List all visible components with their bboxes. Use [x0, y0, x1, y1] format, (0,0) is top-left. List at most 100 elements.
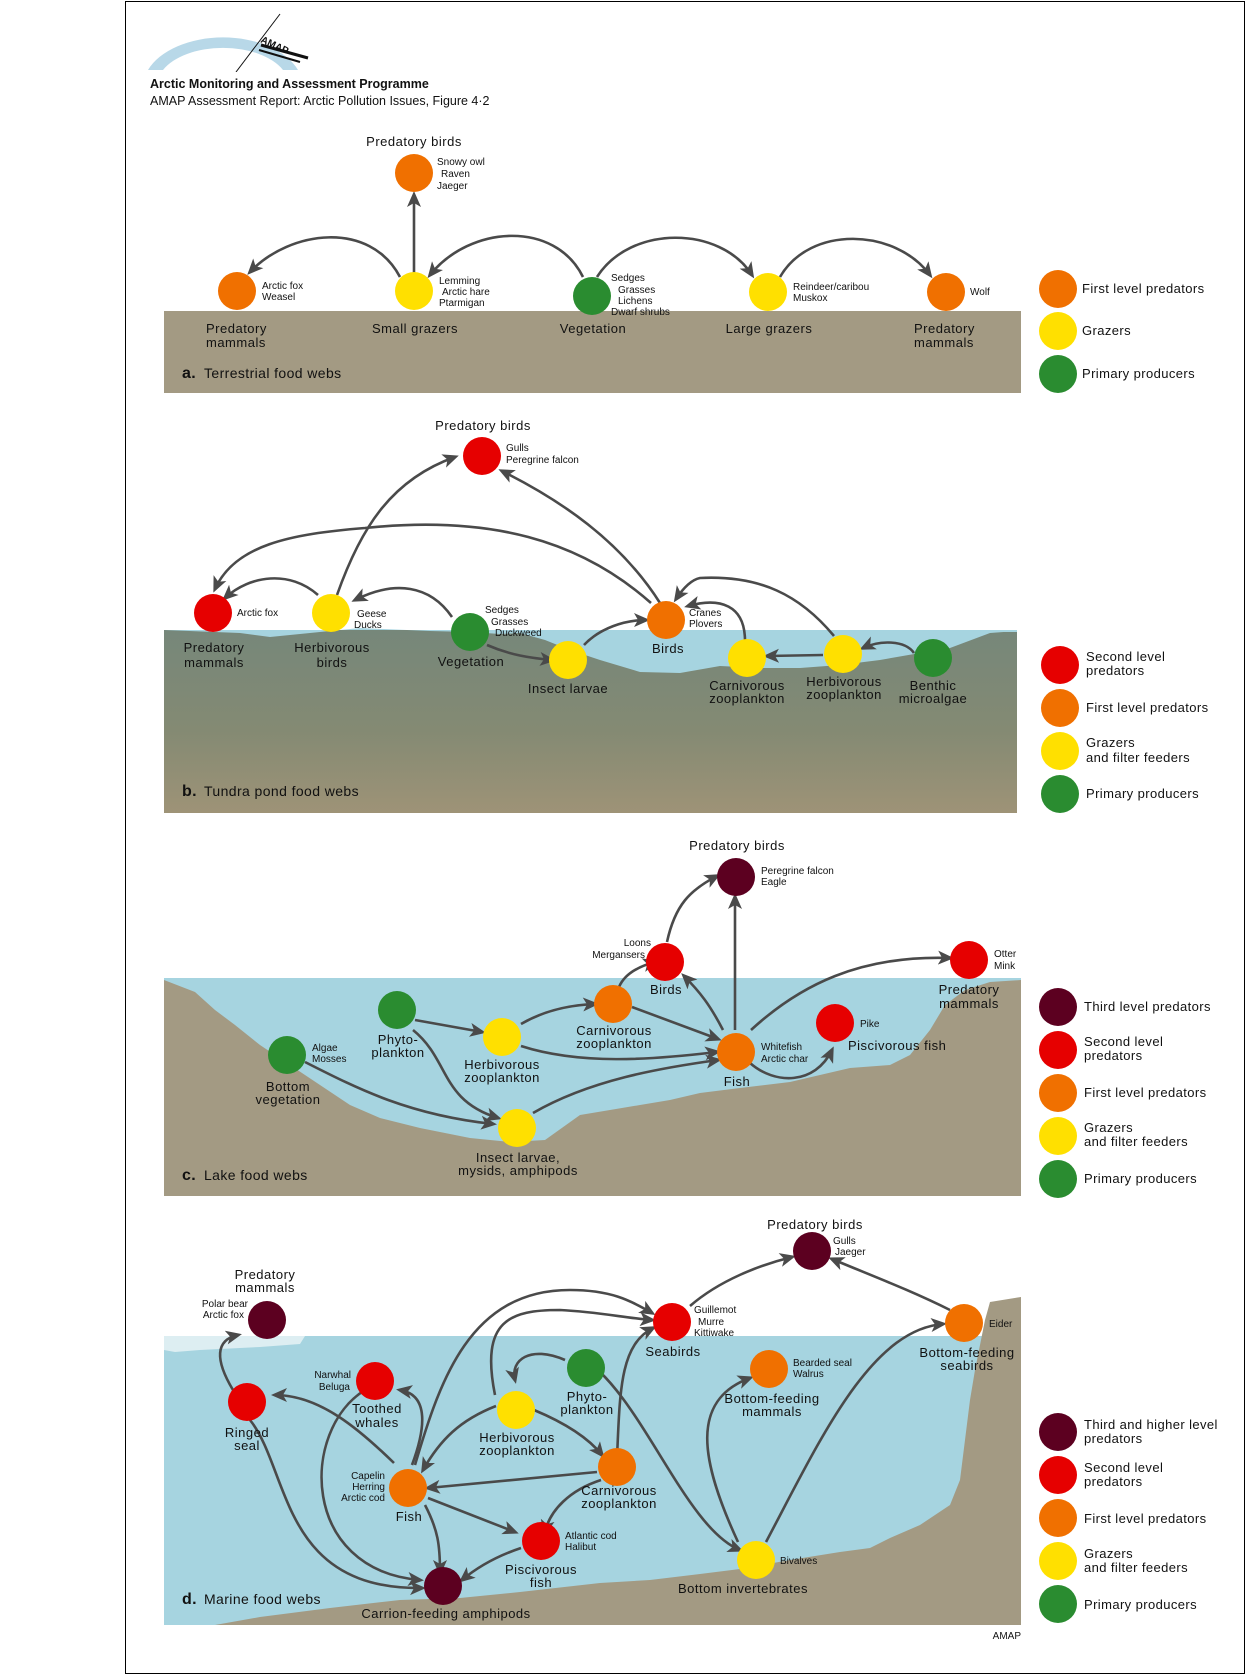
- legend-swatch: [1041, 732, 1079, 770]
- arrow-piscfish-to-amphipods: [458, 1546, 522, 1583]
- node-label: Bottom invertebrates: [678, 1581, 808, 1596]
- node-predatory-mammals: [950, 941, 988, 979]
- arrow-fish-to-amphipods: [423, 1504, 447, 1576]
- arrow-largegrazers-to-wolf: [778, 237, 933, 279]
- arrow-fish-to-pike: [749, 1046, 834, 1080]
- arrow-seal-to-polarbear: [218, 1330, 242, 1391]
- node-label: Predatory birds: [689, 838, 785, 853]
- arrow-birds-to-predbirds: [665, 874, 721, 943]
- arrow-vegetation-to-largegrazers: [595, 236, 755, 279]
- legend-label: Primary producers: [1082, 366, 1195, 381]
- legend-swatch: [1039, 1074, 1077, 1112]
- arrow-herbzoo-to-carnzoo: [520, 997, 599, 1026]
- arrow-fish-to-seabirds: [413, 1288, 656, 1466]
- node-vegetation: [573, 277, 611, 315]
- legend-label: Primary producers: [1084, 1171, 1197, 1186]
- node-label: Carrion-feeding amphipods: [361, 1606, 530, 1621]
- lake-water: [164, 978, 1021, 1142]
- node-label: Vegetation: [438, 654, 504, 669]
- legend-swatch: [1039, 1585, 1077, 1623]
- arrow-phyto-to-larvae: [412, 1028, 502, 1122]
- arrow-phyto-to-herbzoo: [505, 1352, 566, 1384]
- panel-letter: c.: [182, 1167, 196, 1184]
- node-phytoplankton: [567, 1349, 605, 1387]
- node-herbivorous-zooplankton: [483, 1018, 521, 1056]
- legend-swatch: [1041, 775, 1079, 813]
- panel-title: Lake food webs: [204, 1167, 308, 1183]
- arrow-herbbirds-to-predbirds: [335, 454, 459, 596]
- node-label: Insect larvae,mysids, amphipods: [458, 1150, 578, 1178]
- arrow-fish-to-piscfish: [427, 1496, 519, 1535]
- node-label: Seabirds: [645, 1344, 700, 1359]
- arrow-whales-to-amphipods: [320, 1388, 424, 1586]
- arrow-birds-to-predbirds: [498, 469, 662, 604]
- report-title: AMAP Assessment Report: Arctic Pollution…: [150, 94, 490, 108]
- node-birds: [647, 601, 685, 639]
- arrow-herbzoo-to-carnzoo: [533, 1408, 605, 1459]
- logo-arc-icon: [148, 37, 298, 70]
- arrow-larvae-to-birds: [583, 613, 650, 646]
- panel-title: Tundra pond food webs: [204, 783, 359, 799]
- legend-swatch: [1039, 988, 1077, 1026]
- node-benthic-microalgae: [914, 639, 952, 677]
- arrow-bottominv-to-eider: [764, 1318, 947, 1543]
- species-list: Pike: [860, 1019, 880, 1030]
- legend-terrestrial: First level predators Grazers Primary pr…: [1039, 270, 1204, 393]
- node-insect-larvae: [549, 641, 587, 679]
- arrow-fish-to-mammals: [750, 950, 954, 1031]
- arrow-seal-to-amphipods: [248, 1419, 426, 1596]
- panel-terrestrial: a. Terrestrial food webs Predatory birds…: [164, 134, 1021, 393]
- arrow-eider-to-predbirds: [828, 1257, 951, 1312]
- arrow-phyto-to-herbzoo: [414, 1018, 486, 1037]
- arrow-vegetation-to-herbbirds: [351, 586, 454, 618]
- panel-letter: d.: [182, 1591, 197, 1608]
- legend-swatch: [1039, 355, 1077, 393]
- node-label: Large grazers: [726, 321, 813, 336]
- node-toothed-whales: [356, 1362, 394, 1400]
- node-herbivorous-zooplankton: [824, 635, 862, 673]
- arrow-seabirds-to-predbirds: [689, 1253, 796, 1307]
- node-piscivorous-fish: [816, 1004, 854, 1042]
- legend-label: First level predators: [1084, 1085, 1207, 1100]
- node-label: Insect larvae: [528, 681, 608, 696]
- arrow-carnzoo-to-seabirds: [615, 1326, 657, 1459]
- legend-swatch: [1039, 312, 1077, 350]
- panel-title: Marine food webs: [204, 1591, 321, 1607]
- node-large-grazers: [749, 273, 787, 311]
- node-ringed-seal: [228, 1383, 266, 1421]
- node-label: Predatory birds: [435, 418, 531, 433]
- arrow-carnzoo-to-fish: [631, 1005, 722, 1042]
- legend-label: Primary producers: [1084, 1597, 1197, 1612]
- arrow-larvae-to-fish: [532, 1054, 722, 1115]
- node-bottom-feeding-seabirds: [945, 1304, 983, 1342]
